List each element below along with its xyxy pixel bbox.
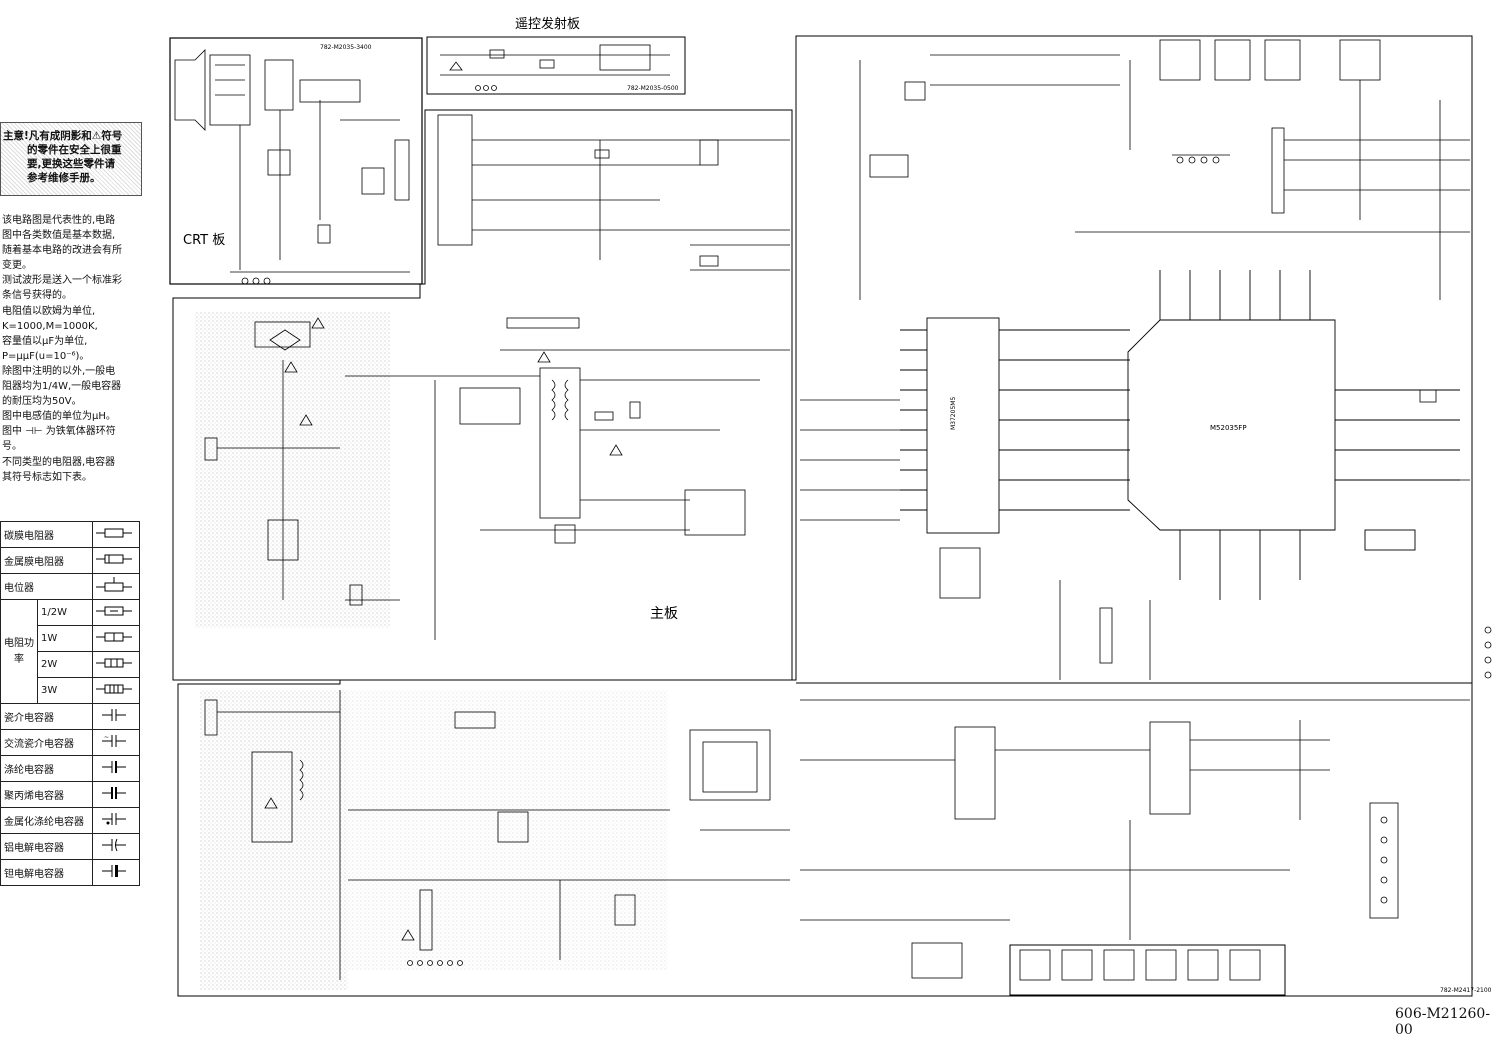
note-line: 图中 ⊣⊢ 为铁氧体器环符 <box>2 426 116 438</box>
shaded-power-region <box>348 690 668 970</box>
note-line: 阻器均为1/4W,一般电容器 <box>2 381 122 393</box>
remote-board-label: 遥控发射板 <box>515 16 580 32</box>
note-line: 不同类型的电阻器,电容器 <box>2 456 116 468</box>
ac-ceramic-capacitor-symbol: ~ <box>91 729 141 756</box>
note-line: 电阻值以欧姆为单位, <box>2 305 96 317</box>
power-value: 1W <box>37 625 93 652</box>
legend-row: 钽电解电容器 <box>0 859 141 886</box>
legend-row: 2W <box>1 651 141 678</box>
legend-label: 电位器 <box>0 573 93 600</box>
note-line: 图中各类数值是基本数据, <box>2 230 116 242</box>
note-line: 其符号标志如下表。 <box>2 471 92 483</box>
resistor-3w-symbol <box>91 677 141 704</box>
crt-board-label: CRT 板 <box>183 233 225 248</box>
resistor-2w-symbol <box>91 651 141 678</box>
main-frame-outline <box>177 35 1473 997</box>
crt-board-outline <box>169 37 423 285</box>
note-line: 图中电感值的单位为μH。 <box>2 411 116 423</box>
legend-row: 电位器 <box>0 573 141 600</box>
legend-row: 金属化涤纶电容器 <box>0 807 141 834</box>
lower-right-circuit <box>800 699 1470 981</box>
part-code-crt: 782-M2035-3400 <box>320 44 372 51</box>
general-notes: 该电路图是代表性的,电路 图中各类数值是基本数据, 随着基本电路的改进会有所 变… <box>2 213 147 485</box>
mid-right-circuit <box>800 389 1492 680</box>
part-code-bottom-right: 782-M2417-2100 <box>1440 987 1492 994</box>
power-value: 1/2W <box>37 599 93 626</box>
tantalum-electrolytic-capacitor-symbol <box>91 859 141 886</box>
ic-m37205-block <box>900 317 1130 534</box>
note-line: 容量值以μF为单位, <box>2 335 88 347</box>
power-supply-circuit <box>204 317 790 640</box>
shaded-power-region <box>195 312 390 628</box>
warning-triangle-icon <box>264 317 623 941</box>
main-board-label: 主板 <box>650 606 678 622</box>
ic-label-m52035: M52035FP <box>1210 424 1247 432</box>
note-line: 随着基本电路的改进会有所 <box>2 245 122 257</box>
note-line: P=μμF(u=10⁻⁶)。 <box>2 350 90 362</box>
resistor-half-watt-symbol <box>91 599 141 626</box>
note-line: 测试波形是送入一个标准彩 <box>2 275 122 287</box>
main-board-upper-circuit <box>437 114 790 271</box>
figure-number: 606-M21260-00 <box>1395 1006 1491 1038</box>
remote-board-circuit <box>440 44 670 91</box>
svg-text:~: ~ <box>104 734 109 741</box>
part-code-remote: 782-M2035-0500 <box>627 85 679 92</box>
shaded-power-region <box>200 690 348 990</box>
ic-label-m37205: M37205M5 <box>950 397 957 430</box>
bottom-right-board-outline <box>1009 944 1286 996</box>
lower-power-circuit <box>204 690 790 980</box>
legend-row: 瓷介电容器 <box>0 703 141 730</box>
safety-note-line: 主意!凡有成阴影和⚠符号 <box>3 130 123 142</box>
legend-label: 铝电解电容器 <box>0 833 93 860</box>
legend-row: 3W <box>1 677 141 704</box>
legend-label: 钽电解电容器 <box>0 859 93 886</box>
legend-row: 涤纶电容器 <box>0 755 141 782</box>
legend-label: 交流瓷介电容器 <box>0 729 93 756</box>
note-line: 的耐压均为50V。 <box>2 396 82 408</box>
right-top-circuit <box>859 39 1470 300</box>
note-line: 变更。 <box>2 260 32 272</box>
note-line: 除图中注明的以外,一般电 <box>2 365 116 377</box>
resistor-1w-symbol <box>91 625 141 652</box>
legend-label: 瓷介电容器 <box>0 703 93 730</box>
resistor-power-label: 电阻功率 <box>0 599 38 704</box>
legend-label: 聚丙烯电容器 <box>0 781 93 808</box>
ic-m52035-block <box>1127 270 1460 600</box>
note-line: 号。 <box>2 441 22 453</box>
legend-row: 交流瓷介电容器 ~ <box>0 729 141 756</box>
legend-row: 聚丙烯电容器 <box>0 781 141 808</box>
safety-note-box: 主意!凡有成阴影和⚠符号 的零件在安全上很重 要,更换这些零件请 参考维修手册。 <box>0 122 142 196</box>
safety-note-line: 参考维修手册。 <box>27 172 101 184</box>
note-line: K=1000,M=1000K, <box>2 320 98 332</box>
polyester-capacitor-symbol <box>91 755 141 782</box>
crt-board-circuit <box>174 49 410 285</box>
note-line: 该电路图是代表性的,电路 <box>2 215 116 226</box>
ceramic-capacitor-symbol <box>91 703 141 730</box>
legend-label: 涤纶电容器 <box>0 755 93 782</box>
safety-note-line: 的零件在安全上很重 <box>27 144 122 156</box>
power-value: 2W <box>37 651 93 678</box>
legend-row: 1W <box>1 625 141 652</box>
safety-note-line: 要,更换这些零件请 <box>27 158 115 170</box>
note-line: 条信号获得的。 <box>2 290 72 302</box>
carbon-resistor-symbol <box>91 521 141 548</box>
legend-row: 碳膜电阻器 <box>0 521 141 548</box>
remote-board-outline <box>426 36 686 95</box>
